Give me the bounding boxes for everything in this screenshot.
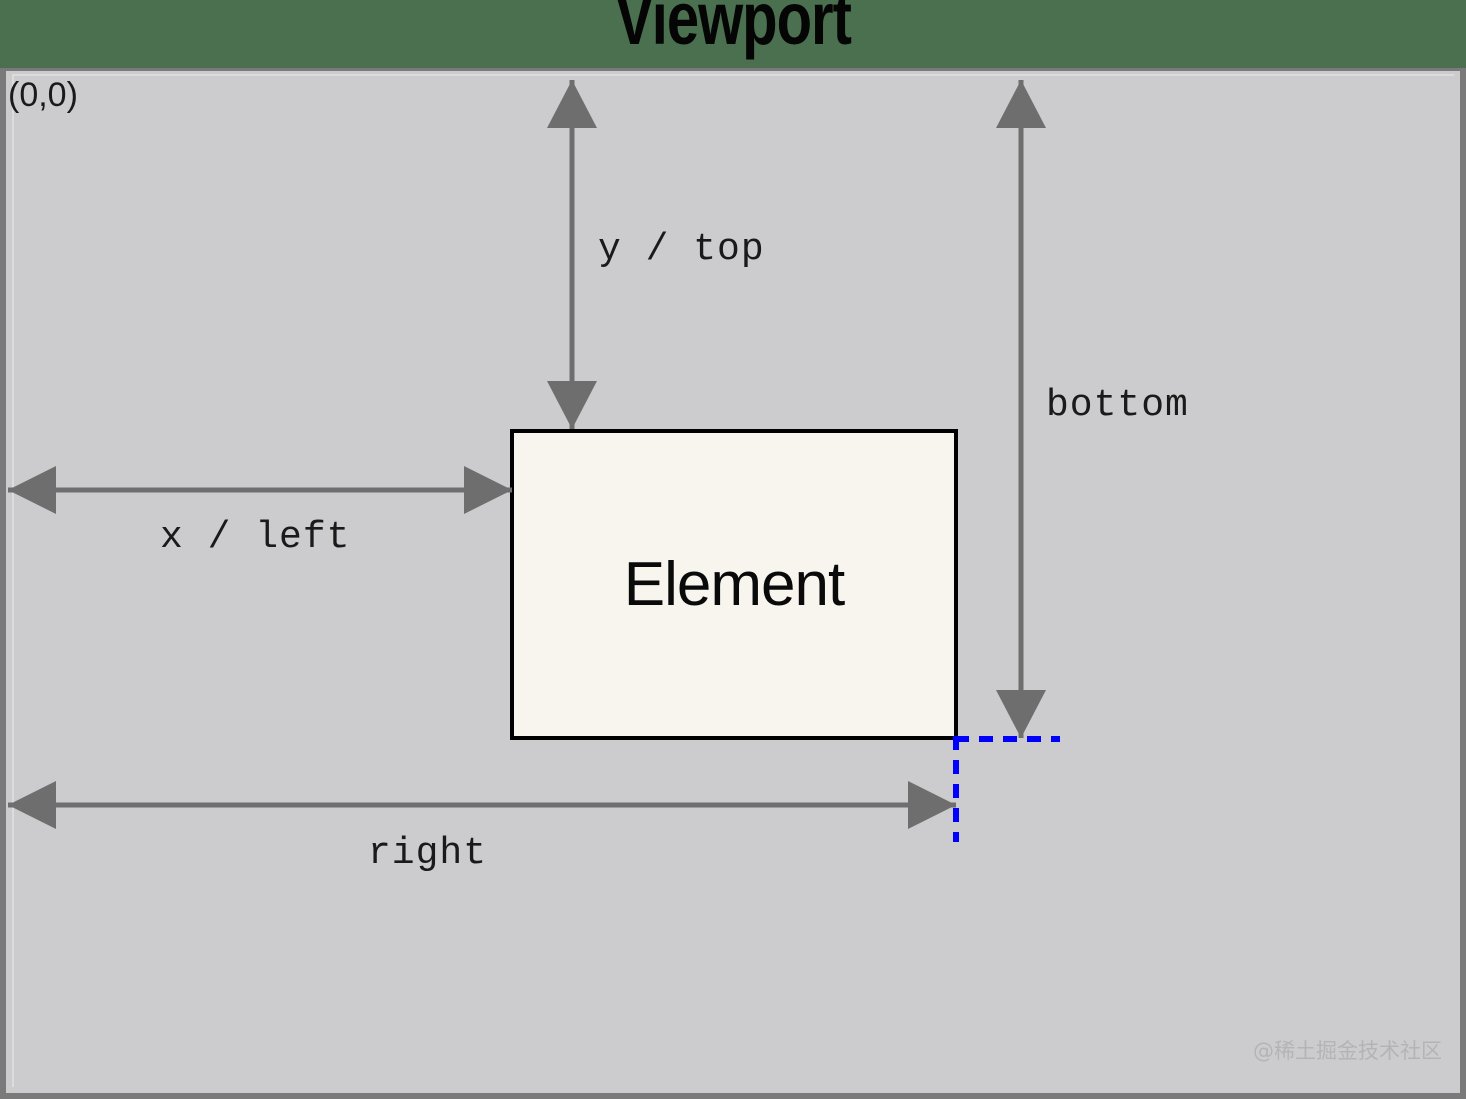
element-label: Element — [623, 550, 845, 619]
label-y-top: y / top — [598, 228, 765, 271]
label-right: right — [368, 832, 488, 875]
origin-coordinate-label: (0,0) — [8, 76, 78, 114]
viewport-title-band: Viewport — [0, 0, 1466, 68]
page-title: Viewport — [615, 0, 852, 61]
element-rect: Element — [510, 429, 958, 740]
label-bottom: bottom — [1046, 384, 1189, 427]
watermark: @稀土掘金技术社区 — [1253, 1039, 1442, 1063]
label-x-left: x / left — [160, 516, 351, 559]
